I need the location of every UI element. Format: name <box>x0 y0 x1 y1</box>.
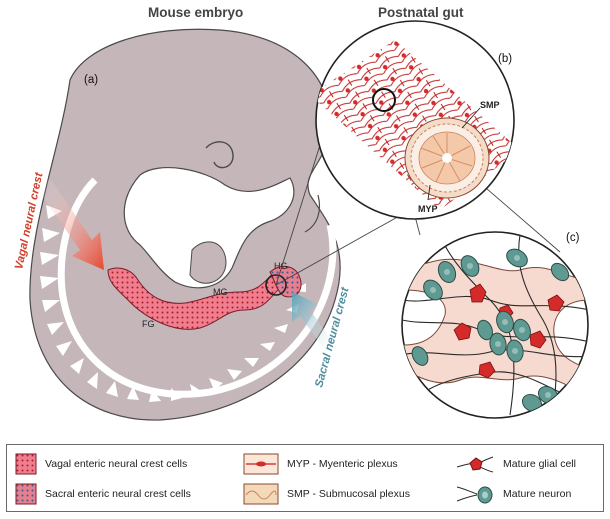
sacral-arrow <box>292 292 336 354</box>
glial-cell-icon <box>456 456 494 473</box>
glial-cells <box>453 283 565 379</box>
embryo-ear <box>205 141 234 169</box>
embryo-limb <box>304 194 321 233</box>
somites <box>40 205 306 402</box>
zoom-circle <box>372 88 396 112</box>
hindgut-focus-circle <box>265 274 287 296</box>
panel-label-a: (a) <box>84 74 98 86</box>
sacral-cells-swatch <box>15 483 37 505</box>
legend-item-myp: MYP - Myenteric plexus <box>243 453 398 475</box>
legend-label-neuron: Mature neuron <box>503 488 572 500</box>
legend-item-smp: SMP - Submucosal plexus <box>243 483 410 505</box>
neuron-icon <box>456 486 493 504</box>
myp-swatch <box>243 453 279 475</box>
gut-title: Postnatal gut <box>378 5 464 20</box>
gut-section-panel: SMP MYP <box>315 20 515 220</box>
legend-label-glia: Mature glial cell <box>503 458 576 470</box>
legend-label-vagal: Vagal enteric neural crest cells <box>45 458 188 470</box>
label-smp: SMP <box>480 100 500 110</box>
plexus-panel <box>401 231 589 419</box>
panel-label-b: (b) <box>498 53 512 65</box>
legend-label-sacral: Sacral enteric neural crest cells <box>45 488 191 500</box>
legend-item-sacral: Sacral enteric neural crest cells <box>15 483 191 505</box>
panel-label-c: (c) <box>566 232 580 244</box>
legend: Vagal enteric neural crest cells Sacral … <box>6 444 604 512</box>
label-mg: MG <box>213 287 228 297</box>
vagal-cells-swatch <box>15 453 37 475</box>
label-myp: MYP <box>418 204 438 214</box>
legend-item-vagal: Vagal enteric neural crest cells <box>15 453 187 475</box>
label-fg: FG <box>142 319 155 329</box>
embryo-title: Mouse embryo <box>148 5 243 20</box>
label-hg: HG <box>274 261 288 271</box>
legend-item-neuron: Mature neuron <box>455 483 571 505</box>
smp-swatch <box>243 483 279 505</box>
legend-label-smp: SMP - Submucosal plexus <box>287 488 410 500</box>
embryo-cavity <box>123 167 295 289</box>
neurons <box>411 248 570 413</box>
vagal-arrow <box>38 178 104 270</box>
legend-item-glia: Mature glial cell <box>455 453 576 475</box>
legend-label-myp: MYP - Myenteric plexus <box>287 458 398 470</box>
embryo-cavity-lobe <box>189 241 227 284</box>
